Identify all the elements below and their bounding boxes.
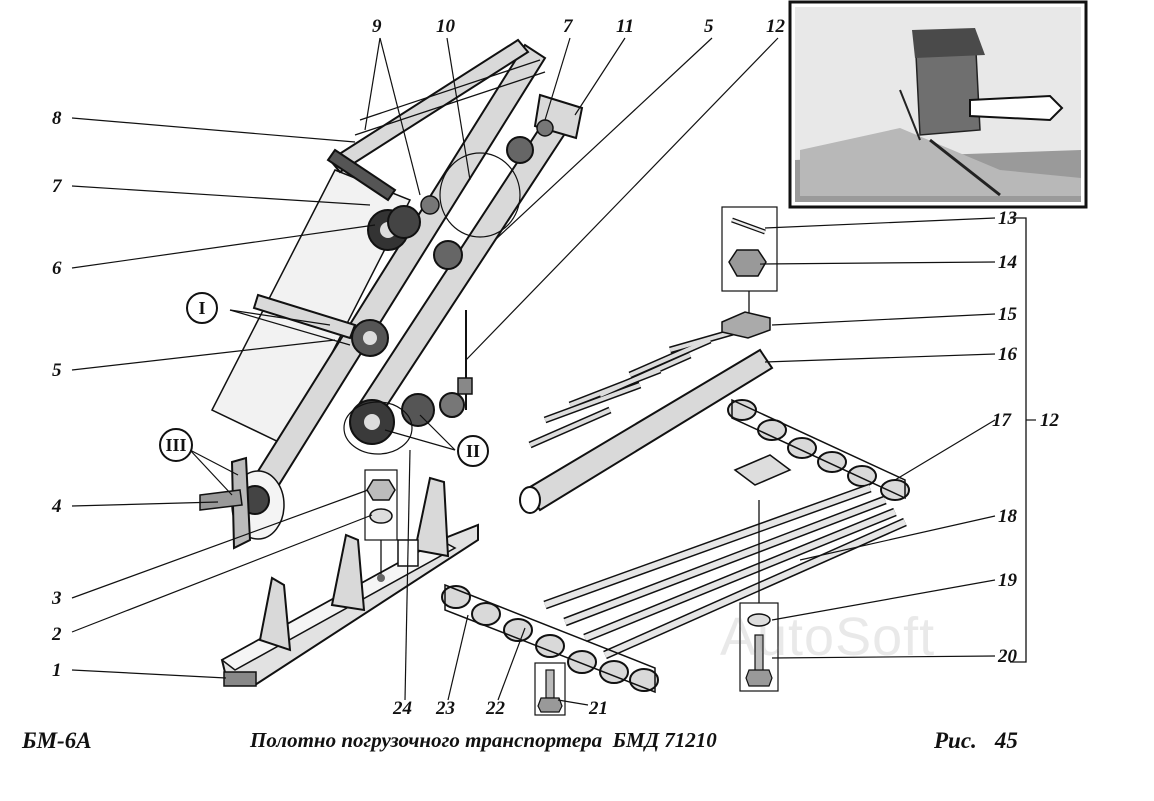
callout-4: 4 [51,496,62,517]
callout-21: 21 [588,698,608,719]
callout-5-top: 5 [704,16,714,37]
callout-24: 24 [392,698,412,719]
pin-nut-box [721,206,778,339]
callout-10: 10 [436,16,456,37]
callout-7-top: 7 [563,16,574,37]
view-marker-I: I [186,292,218,324]
callout-23: 23 [435,698,455,719]
callout-5: 5 [52,360,62,381]
figure-number: Рис. 45 [934,728,1036,754]
chain-assembly [441,398,910,694]
callout-3: 3 [51,588,62,609]
callout-16: 16 [998,344,1018,365]
watermark: AutoSoft [720,607,936,667]
skid-frame [220,476,479,687]
callout-12-bracket: 12 [1040,410,1060,431]
model-label: БМ-6А [22,728,92,753]
bolt-washer-box [739,500,779,692]
callout-15: 15 [998,304,1018,325]
callout-labels: 8 7 6 5 4 3 2 1 9 10 7 11 5 12 13 14 15 … [51,16,1060,719]
callout-17: 17 [992,410,1013,431]
figure-number-value: 45 [994,728,1018,753]
bolt-box [534,662,566,716]
callout-1: 1 [52,660,62,681]
inset-photo [788,0,1088,209]
bottom-roller [199,456,285,550]
sprocket-upper [367,205,421,251]
nut-washer-box [364,469,398,582]
callout-20: 20 [997,646,1018,667]
callout-18: 18 [998,506,1018,527]
figure-prefix: Рис. [934,728,977,753]
conveyor-frame [199,38,584,550]
view-marker-III: III [159,428,193,462]
comb-shaft [519,326,774,514]
callout-13: 13 [998,208,1017,229]
view-marker-II: II [457,435,489,467]
leader-lines [71,37,1036,706]
callout-14: 14 [998,252,1017,273]
callout-19: 19 [998,570,1018,591]
figure-title: Полотно погрузочного транспортера БМД 71… [250,728,717,752]
sprocket-lower [349,392,465,445]
svg-text:II: II [466,441,480,461]
callout-8: 8 [52,108,62,129]
callout-12-top: 12 [766,16,786,37]
callout-2: 2 [51,624,62,645]
callout-6: 6 [52,258,62,279]
svg-text:III: III [165,435,186,455]
callout-9: 9 [372,16,382,37]
svg-text:I: I [198,298,205,318]
callout-7: 7 [52,176,63,197]
arrow-icon [969,94,1064,122]
callout-22: 22 [485,698,506,719]
callout-11: 11 [616,16,634,37]
